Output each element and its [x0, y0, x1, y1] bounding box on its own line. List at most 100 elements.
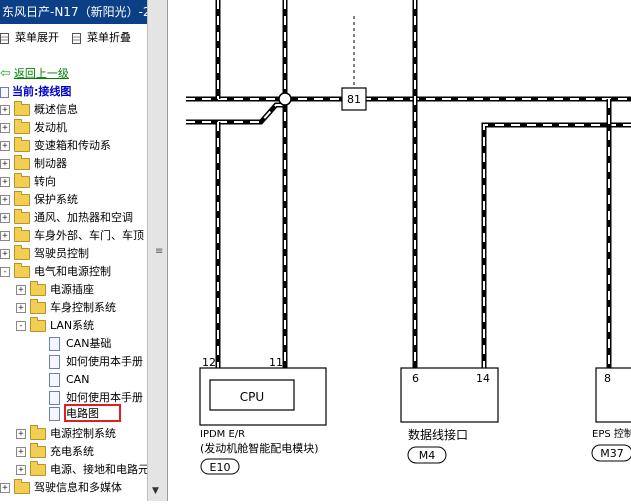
tree-item-power-control[interactable]: + 电源控制系统: [16, 425, 116, 443]
expand-toggle-icon[interactable]: +: [0, 213, 10, 223]
junction-number-box: [341, 87, 367, 111]
tree-item-charging[interactable]: + 充电系统: [16, 443, 94, 461]
tree-item-steering[interactable]: +转向: [0, 173, 56, 191]
expand-menu-label: 菜单展开: [15, 31, 59, 44]
expand-menu-button[interactable]: 菜单展开: [0, 30, 59, 46]
navigation-panel: 东风日产-N17（新阳光）-2011 菜单展开 菜单折叠 ⇦返回上一级 当前:接…: [0, 0, 147, 501]
expand-toggle-icon[interactable]: +: [0, 231, 10, 241]
tree-item-label: LAN系统: [50, 319, 95, 332]
panel-splitter[interactable]: ≡ ▼: [147, 0, 168, 501]
expand-toggle-icon[interactable]: +: [16, 303, 26, 313]
tree-item-label: 如何使用本手册: [66, 391, 143, 404]
tree-item-label: 电源插座: [50, 283, 94, 296]
scroll-down-arrow-icon[interactable]: ▼: [152, 486, 159, 496]
eps-name: EPS 控制: [592, 427, 631, 440]
tree-item-transmission[interactable]: + 变速箱和传动系: [0, 137, 111, 155]
tree-item-label: 概述信息: [34, 103, 78, 116]
can-wire-h2: [186, 102, 285, 125]
collapse-toggle-icon[interactable]: -: [0, 267, 10, 277]
tree-item-engine[interactable]: + 发动机: [0, 119, 67, 137]
folder-icon: [14, 191, 30, 206]
expand-toggle-icon[interactable]: +: [16, 285, 26, 295]
tree-item-label: 发动机: [34, 121, 67, 134]
tree-item-brakes[interactable]: + 制动器: [0, 155, 67, 173]
expand-toggle-icon[interactable]: +: [0, 483, 10, 493]
folder-icon: [30, 281, 46, 296]
dlc-name: 数据线接口: [408, 427, 468, 442]
collapse-toggle-icon[interactable]: -: [16, 321, 26, 331]
collapse-menu-label: 菜单折叠: [87, 31, 131, 44]
junction-number: 81: [347, 93, 361, 106]
expand-toggle-icon[interactable]: +: [0, 141, 10, 151]
collapse-menu-button[interactable]: 菜单折叠: [72, 30, 131, 46]
folder-icon: [14, 479, 30, 494]
tree-item-power-outlet[interactable]: + 电源插座: [16, 281, 94, 299]
ipdm-name: IPDM E/R: [200, 429, 245, 440]
tree-item-label: 电气和电源控制: [34, 265, 111, 278]
expand-toggle-icon[interactable]: +: [0, 177, 10, 187]
tree-item-protection[interactable]: + 保护系统: [0, 191, 78, 209]
wiring-diagram: 81 CPU 12 11 IPDM E/R (发动机舱智能配电模块) E10 6…: [168, 0, 631, 501]
current-location: 当前:接线图: [0, 83, 71, 99]
ipdm-pin-11: 11: [269, 356, 283, 369]
expand-toggle-icon[interactable]: +: [0, 249, 10, 259]
dlc-pin-6: 6: [412, 372, 419, 385]
dlc-pin-14: 14: [476, 372, 490, 385]
current-location-label: 当前:接线图: [12, 85, 72, 98]
tree-item-label: 车身外部、车门、车顶: [34, 229, 144, 242]
tree-item-can[interactable]: CAN: [49, 371, 89, 389]
tree-item-body-control[interactable]: +车身控制系统: [16, 299, 116, 317]
back-arrow-icon: ⇦: [0, 66, 11, 81]
tree-item-hvac[interactable]: +通风、加热器和空调: [0, 209, 133, 227]
folder-icon: [30, 461, 46, 476]
tree-item-how-to-use-1[interactable]: 如何使用本手册: [49, 353, 143, 371]
splitter-grip-icon: ≡: [155, 246, 164, 257]
tree-item-label: 制动器: [34, 157, 67, 170]
can-wire-v4-dash: [483, 124, 631, 370]
tree-item-label: 变速箱和传动系: [34, 139, 111, 152]
expand-toggle-icon[interactable]: +: [0, 105, 10, 115]
selection-highlight: [64, 404, 121, 422]
tree-item-label: 如何使用本手册: [66, 355, 143, 368]
cpu-box: [209, 379, 295, 411]
expand-toggle-icon[interactable]: +: [16, 447, 26, 457]
folder-icon: [14, 245, 30, 260]
folder-open-icon: [14, 263, 30, 278]
tree-item-wiring-diagram[interactable]: 电路图: [49, 405, 99, 423]
tree-item-can-basics[interactable]: CAN基础: [49, 335, 111, 353]
dlc-connector-id: M4: [419, 449, 436, 462]
tree-item-label: 保护系统: [34, 193, 78, 206]
tree-item-lan[interactable]: - LAN系统: [16, 317, 94, 335]
menu-toolbar: 菜单展开 菜单折叠: [0, 24, 147, 54]
folder-icon: [14, 227, 30, 242]
back-link-label: 返回上一级: [13, 67, 69, 80]
tree-item-body-exterior[interactable]: + 车身外部、车门、车顶: [0, 227, 144, 245]
document-icon: [49, 407, 60, 421]
expand-toggle-icon[interactable]: +: [0, 159, 10, 169]
tree-item-label: 电源、接地和电路元: [50, 463, 147, 476]
tree-item-how-to-use-2[interactable]: 如何使用本手册: [49, 389, 143, 407]
tree-item-label: 驾驶员控制: [34, 247, 89, 260]
folder-icon: [14, 173, 30, 188]
folder-icon: [30, 425, 46, 440]
document-icon: [49, 355, 60, 369]
tree-item-driver-info[interactable]: +驾驶信息和多媒体: [0, 479, 122, 497]
eps-connector-badge: [591, 444, 631, 462]
folder-icon: [14, 137, 30, 152]
folder-icon: [30, 443, 46, 458]
expand-toggle-icon[interactable]: +: [0, 123, 10, 133]
tree-item-overview[interactable]: + 概述信息: [0, 101, 78, 119]
tree-item-electrical[interactable]: - 电气和电源控制: [0, 263, 111, 281]
back-link[interactable]: ⇦返回上一级: [0, 65, 69, 81]
folder-icon: [30, 299, 46, 314]
expand-toggle-icon[interactable]: +: [0, 195, 10, 205]
tree-item-label: 充电系统: [50, 445, 94, 458]
tree-item-power-ground[interactable]: + 电源、接地和电路元: [16, 461, 147, 479]
window-title: 东风日产-N17（新阳光）-2011: [0, 0, 147, 24]
wiring-diagram-canvas: 81 CPU 12 11 IPDM E/R (发动机舱智能配电模块) E10 6…: [186, 0, 631, 475]
ipdm-connector-badge: [200, 458, 240, 475]
tree-item-driver-controls[interactable]: + 驾驶员控制: [0, 245, 89, 263]
tree-item-label: 电源控制系统: [50, 427, 116, 440]
expand-toggle-icon[interactable]: +: [16, 465, 26, 475]
expand-toggle-icon[interactable]: +: [16, 429, 26, 439]
